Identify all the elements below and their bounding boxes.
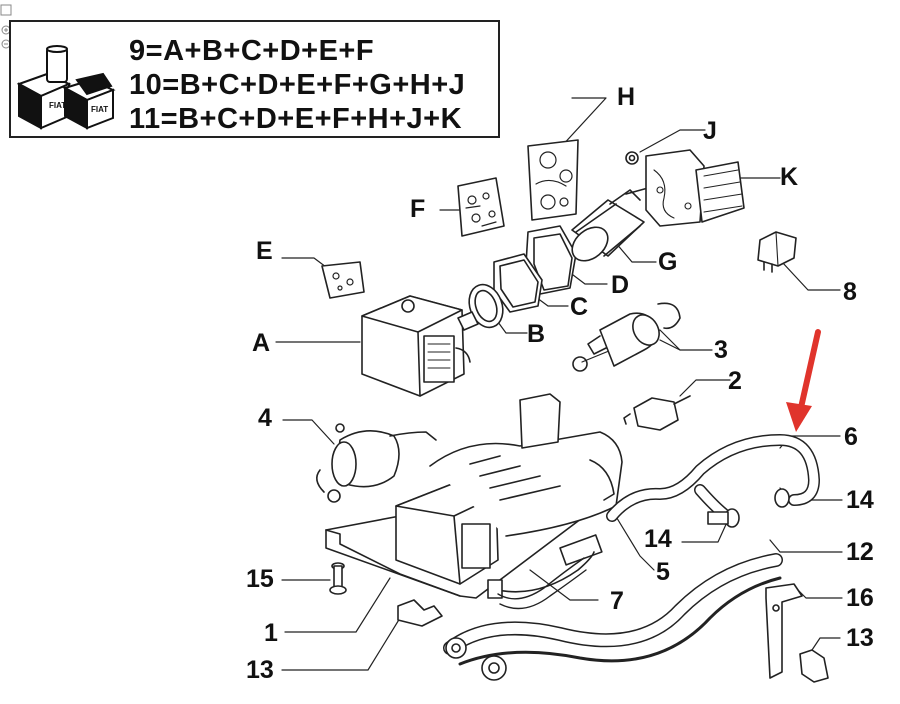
callout-14-left: 14 <box>644 525 672 553</box>
callout-5: 5 <box>656 558 670 586</box>
kit-line-11: 11=B+C+D+E+F+H+J+K <box>129 103 463 135</box>
clip-13-right <box>799 649 829 683</box>
callout-12: 12 <box>846 538 874 566</box>
kit-boxes-icon: FIAT FIAT <box>17 45 116 130</box>
control-unit-k <box>645 149 745 227</box>
svg-text:FIAT: FIAT <box>91 105 108 114</box>
callout-f: F <box>410 195 426 223</box>
callout-14-right: 14 <box>846 486 874 514</box>
callout-a: A <box>252 329 271 357</box>
callout-16: 16 <box>846 584 874 612</box>
callout-j: J <box>703 117 717 145</box>
hose-clamps-14 <box>707 488 790 528</box>
kit-line-9: 9=A+B+C+D+E+F <box>129 35 375 67</box>
callout-3: 3 <box>714 336 728 364</box>
silencer-4 <box>316 423 437 503</box>
burner-g <box>571 187 649 262</box>
callout-13-right: 13 <box>846 624 874 652</box>
kit-bag-f <box>457 177 505 237</box>
clip-13-left <box>397 599 443 627</box>
callout-d: D <box>611 271 630 299</box>
callout-15: 15 <box>246 565 274 593</box>
kit-bag-e <box>321 261 365 299</box>
callout-6: 6 <box>844 423 858 451</box>
callout-h: H <box>617 83 636 111</box>
fuel-pump-3 <box>572 302 681 372</box>
callout-k: K <box>780 163 799 191</box>
bracket-16 <box>765 583 803 679</box>
callout-2: 2 <box>728 367 742 395</box>
fitting-2 <box>623 395 691 431</box>
main-assembly <box>325 393 623 599</box>
callout-7: 7 <box>610 587 624 615</box>
harness-7 <box>497 557 587 610</box>
kit-bag-h <box>527 139 579 221</box>
svg-text:FIAT: FIAT <box>49 101 66 110</box>
callout-4: 4 <box>258 404 272 432</box>
callout-1: 1 <box>264 619 278 647</box>
relay-8 <box>757 231 797 273</box>
plug-j <box>625 151 639 165</box>
seal-b <box>468 283 504 329</box>
kit-legend-box: FIAT FIAT 9=A+B+C+D+E+F 10=B+C+D+E+F+G+H… <box>9 20 500 138</box>
callout-e: E <box>256 237 273 265</box>
heater-unit-a <box>361 295 479 397</box>
kit-line-10: 10=B+C+D+E+F+G+H+J <box>129 69 466 101</box>
callout-13-left: 13 <box>246 656 274 684</box>
callout-8: 8 <box>843 278 857 306</box>
base-plate-1 <box>325 529 461 597</box>
red-arrow-icon <box>786 329 821 432</box>
bolt-15 <box>329 562 347 595</box>
pipe-fitting <box>445 637 507 681</box>
callout-c: C <box>570 293 589 321</box>
callout-b: B <box>527 320 546 348</box>
callout-g: G <box>658 248 678 276</box>
